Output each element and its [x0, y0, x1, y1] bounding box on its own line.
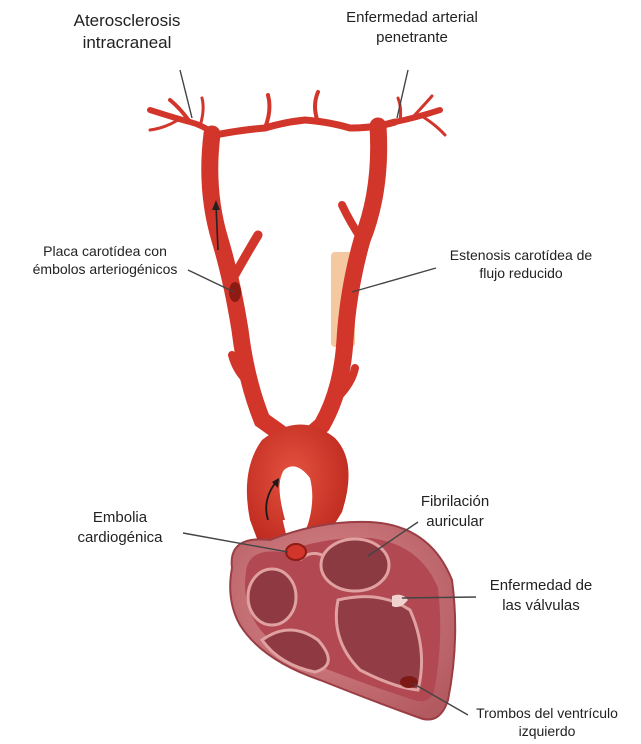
- label-line: Embolia: [60, 508, 180, 528]
- label-line: cardiogénica: [60, 528, 180, 548]
- label-carotid-plaque: Placa carotídea con émbolos arteriogénic…: [20, 242, 190, 278]
- label-penetrating-artery-disease: Enfermedad arterial penetrante: [332, 8, 492, 47]
- label-line: Enfermedad de: [476, 576, 606, 596]
- label-line: Aterosclerosis: [52, 10, 202, 32]
- label-carotid-stenosis: Estenosis carotídea de flujo reducido: [436, 246, 606, 282]
- label-cardiogenic-embolism: Embolia cardiogénica: [60, 508, 180, 547]
- label-line: penetrante: [332, 28, 492, 48]
- label-line: flujo reducido: [436, 264, 606, 282]
- label-line: Fibrilación: [400, 492, 510, 512]
- label-line: émbolos arteriogénicos: [20, 260, 190, 278]
- label-line: Estenosis carotídea de: [436, 246, 606, 264]
- cerebral-arteries: [150, 92, 445, 135]
- label-valve-disease: Enfermedad de las válvulas: [476, 576, 606, 615]
- right-atrium: [248, 569, 296, 625]
- label-line: auricular: [400, 512, 510, 532]
- label-line: intracraneal: [52, 32, 202, 54]
- heart: [230, 522, 455, 720]
- label-lv-thrombus: Trombos del ventrículo izquierdo: [462, 704, 632, 740]
- left-carotid: [210, 134, 290, 440]
- cardiac-embolus: [286, 544, 306, 560]
- carotid-plaque: [229, 282, 241, 302]
- label-line: Enfermedad arterial: [332, 8, 492, 28]
- lv-thrombus: [400, 676, 418, 688]
- label-line: Trombos del ventrículo: [462, 704, 632, 722]
- label-line: Placa carotídea con: [20, 242, 190, 260]
- label-atrial-fibrillation: Fibrilación auricular: [400, 492, 510, 531]
- label-line: izquierdo: [462, 722, 632, 740]
- label-line: las válvulas: [476, 596, 606, 616]
- left-atrium: [321, 539, 389, 591]
- label-intracranial-atherosclerosis: Aterosclerosis intracraneal: [52, 10, 202, 54]
